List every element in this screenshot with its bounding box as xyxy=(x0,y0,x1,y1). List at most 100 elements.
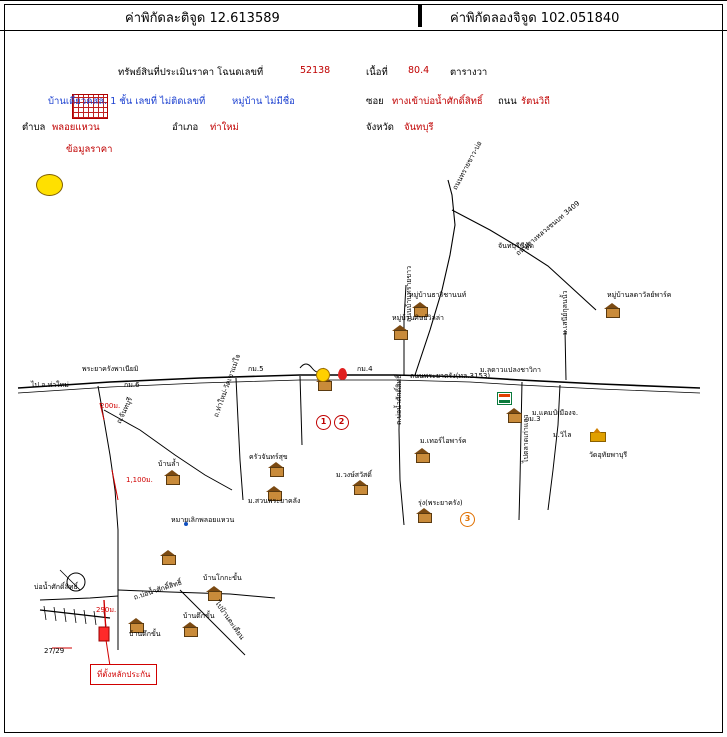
lbl-km3: กม.3 xyxy=(525,415,541,423)
area-label: เนื้อที่ xyxy=(366,67,388,78)
lbl-m-wong-sawat: ม.วงษ์สวัสดิ์ xyxy=(336,471,372,479)
road-label: ถนน xyxy=(498,96,517,107)
lbl-bo-nam: บ่อน้ำศักดิ์สิทธิ์ xyxy=(34,583,78,591)
province-label: จังหวัด xyxy=(366,122,394,133)
lbl-ban-kham: บ้านล้ำ xyxy=(158,460,180,468)
highway-3153 xyxy=(17,374,701,389)
lbl-km4: กม.4 xyxy=(357,365,373,373)
marker-3: 3 xyxy=(460,512,475,527)
target-site-label: ที่ตั้งหลักประกัน xyxy=(90,664,158,685)
house-icon xyxy=(266,486,282,501)
road-vertical-north xyxy=(403,284,407,375)
road-northeast-branch xyxy=(451,209,597,311)
house-icon xyxy=(506,408,522,423)
lbl-sanambin: หมายเลิกพลอยแหวน xyxy=(171,516,235,524)
temple-icon xyxy=(590,428,606,442)
lbl-m-lao-phraya: ม.สวนพระยาคลัง xyxy=(248,497,301,505)
map-vector-layer xyxy=(17,179,701,667)
target-site-marker xyxy=(98,626,110,642)
road-prokdaeng xyxy=(518,381,523,521)
railway-symbol xyxy=(39,605,111,627)
road-bo-nam-east xyxy=(117,589,276,599)
water-icon xyxy=(184,522,193,531)
area-value: 80.4 xyxy=(408,65,430,76)
lbl-dist-1100: 1,100ม. xyxy=(126,476,153,484)
lbl-km6: กม.6 xyxy=(124,381,140,389)
lbl-km5: กม.5 xyxy=(248,365,264,373)
lbl-mooban-2: หมู่บ้านศิษย์วิลล่า xyxy=(392,314,444,322)
road-bo-nam-south xyxy=(398,379,405,526)
lbl-phra-noen: พระยาครังพาเนียมิ xyxy=(82,365,139,373)
road-center-south xyxy=(299,375,303,446)
header-rule-top xyxy=(0,0,727,1)
house-icon xyxy=(182,622,198,637)
lbl-khrua-chan: ครัวจันทร์สุข xyxy=(249,453,288,461)
lbl-ban-kok-2: บ้านตึกขั้น xyxy=(129,630,161,638)
lbl-ban-kok-3: บ้านตึกขั้น xyxy=(183,612,215,620)
lbl-lamphueng: ม.แคมป์เมืองจ. xyxy=(532,409,579,417)
longitude-text: ค่าพิกัดลองจิจูด 102.051840 xyxy=(450,11,620,26)
lbl-road-vert-2: ถ.บ่อน้ำศักดิ์สิทธิ์ xyxy=(395,374,403,425)
building-desc: บ้านเดี่ยวคสล. 1 ชั้น เลขที่ ไม่ติดเลขที… xyxy=(48,96,206,107)
lbl-lan-chao-cha: ม.ลดาวแปลงชาวิกา xyxy=(480,366,541,374)
village-label: หมู่บ้าน ไม่มีชื่อ xyxy=(232,96,295,107)
asset-label: ทรัพย์สินที่ประเมินราคา โฉนดเลขที่ xyxy=(118,67,264,78)
road-value: รัตนวิถี xyxy=(521,96,550,107)
province-value: จันทบุรี xyxy=(404,122,434,133)
house-icon xyxy=(160,550,176,565)
tambon-label: ตำบล xyxy=(22,122,46,133)
dist-leader-1100 xyxy=(111,469,119,501)
tambon-value: พลอยแหวน xyxy=(52,122,100,133)
lbl-chanthaburi-seafood: จันทบุรีซีฟู้ด xyxy=(498,242,534,250)
amphoe-value: ท่าใหม่ xyxy=(210,122,239,133)
marker-2: 2 xyxy=(334,415,349,430)
house-icon xyxy=(604,303,620,318)
lbl-m-thoethai: ม.เทอร์ไอพาร์ค xyxy=(420,437,467,445)
highway-3153-edge xyxy=(17,379,701,394)
house-icon xyxy=(412,302,428,317)
convenience-store-icon xyxy=(497,392,512,405)
lbl-road-vert-1: ถนนบ้านทรายขาว xyxy=(405,265,413,322)
house-icon xyxy=(268,462,284,477)
legend-block: ทรัพย์สินที่ประเมินราคา โฉนดเลขที่ 52138… xyxy=(0,34,727,196)
hatched-swatch xyxy=(72,94,108,119)
lbl-parcel-no: 27/29 xyxy=(44,647,65,655)
house-icon xyxy=(352,480,368,495)
house-icon xyxy=(164,470,180,485)
price-point-marker xyxy=(316,368,330,382)
lbl-ban-kok-kling: บ้านโกกะขั้น xyxy=(203,574,242,582)
price-info-marker xyxy=(36,174,63,196)
area-unit: ตารางวา xyxy=(450,67,488,78)
road-ban-takhian xyxy=(179,589,246,656)
header-divider xyxy=(418,5,422,27)
target-leader xyxy=(105,639,111,667)
soi-value: ทางเข้าบ่อน้ำศักดิ์สิทธิ์ xyxy=(392,96,483,107)
house-icon xyxy=(416,508,432,523)
latitude-text: ค่าพิกัดละติจูด 12.613589 xyxy=(125,11,280,26)
dist-leader-200 xyxy=(99,402,105,421)
lbl-rung-phraya: รุ่ง(พระยาครัง) xyxy=(418,499,463,507)
road-bo-nam-west xyxy=(39,595,119,601)
marker-1: 1 xyxy=(316,415,331,430)
price-info-label: ข้อมูลราคา xyxy=(66,144,113,155)
house-icon xyxy=(128,618,144,633)
asset-number: 52138 xyxy=(300,65,331,76)
lbl-pai-tha-mai: ไป อ.ท่าใหม่ xyxy=(31,381,69,389)
road-southwest-vertical xyxy=(97,385,119,650)
gas-station-icon xyxy=(338,368,347,380)
map-canvas: 1 2 3 ที่ตั้งหลักประกัน ถนนทรายขาว-บ่อจั… xyxy=(0,140,727,730)
lbl-dist-200: 200ม. xyxy=(100,402,121,410)
house-icon xyxy=(414,448,430,463)
amphoe-label: อำเภอ xyxy=(172,122,199,133)
lbl-mooban-1: หมู่บ้านธาริชานนท์ xyxy=(409,291,467,299)
lbl-dist-290: 290ม. xyxy=(96,606,117,614)
road-thamai-wat xyxy=(235,377,244,501)
lbl-sainaikhonnu: ม.เสนีย์กุลนนั้ว xyxy=(561,290,569,335)
road-spur-west xyxy=(59,569,81,591)
bo-nam-circle xyxy=(66,572,86,592)
header-rule-bottom xyxy=(0,30,727,31)
house-icon xyxy=(206,586,222,601)
road-right-vertical xyxy=(547,384,561,511)
lbl-phraya-trang: ถนนพระยาตรัง(ทล.3153) xyxy=(410,372,491,380)
